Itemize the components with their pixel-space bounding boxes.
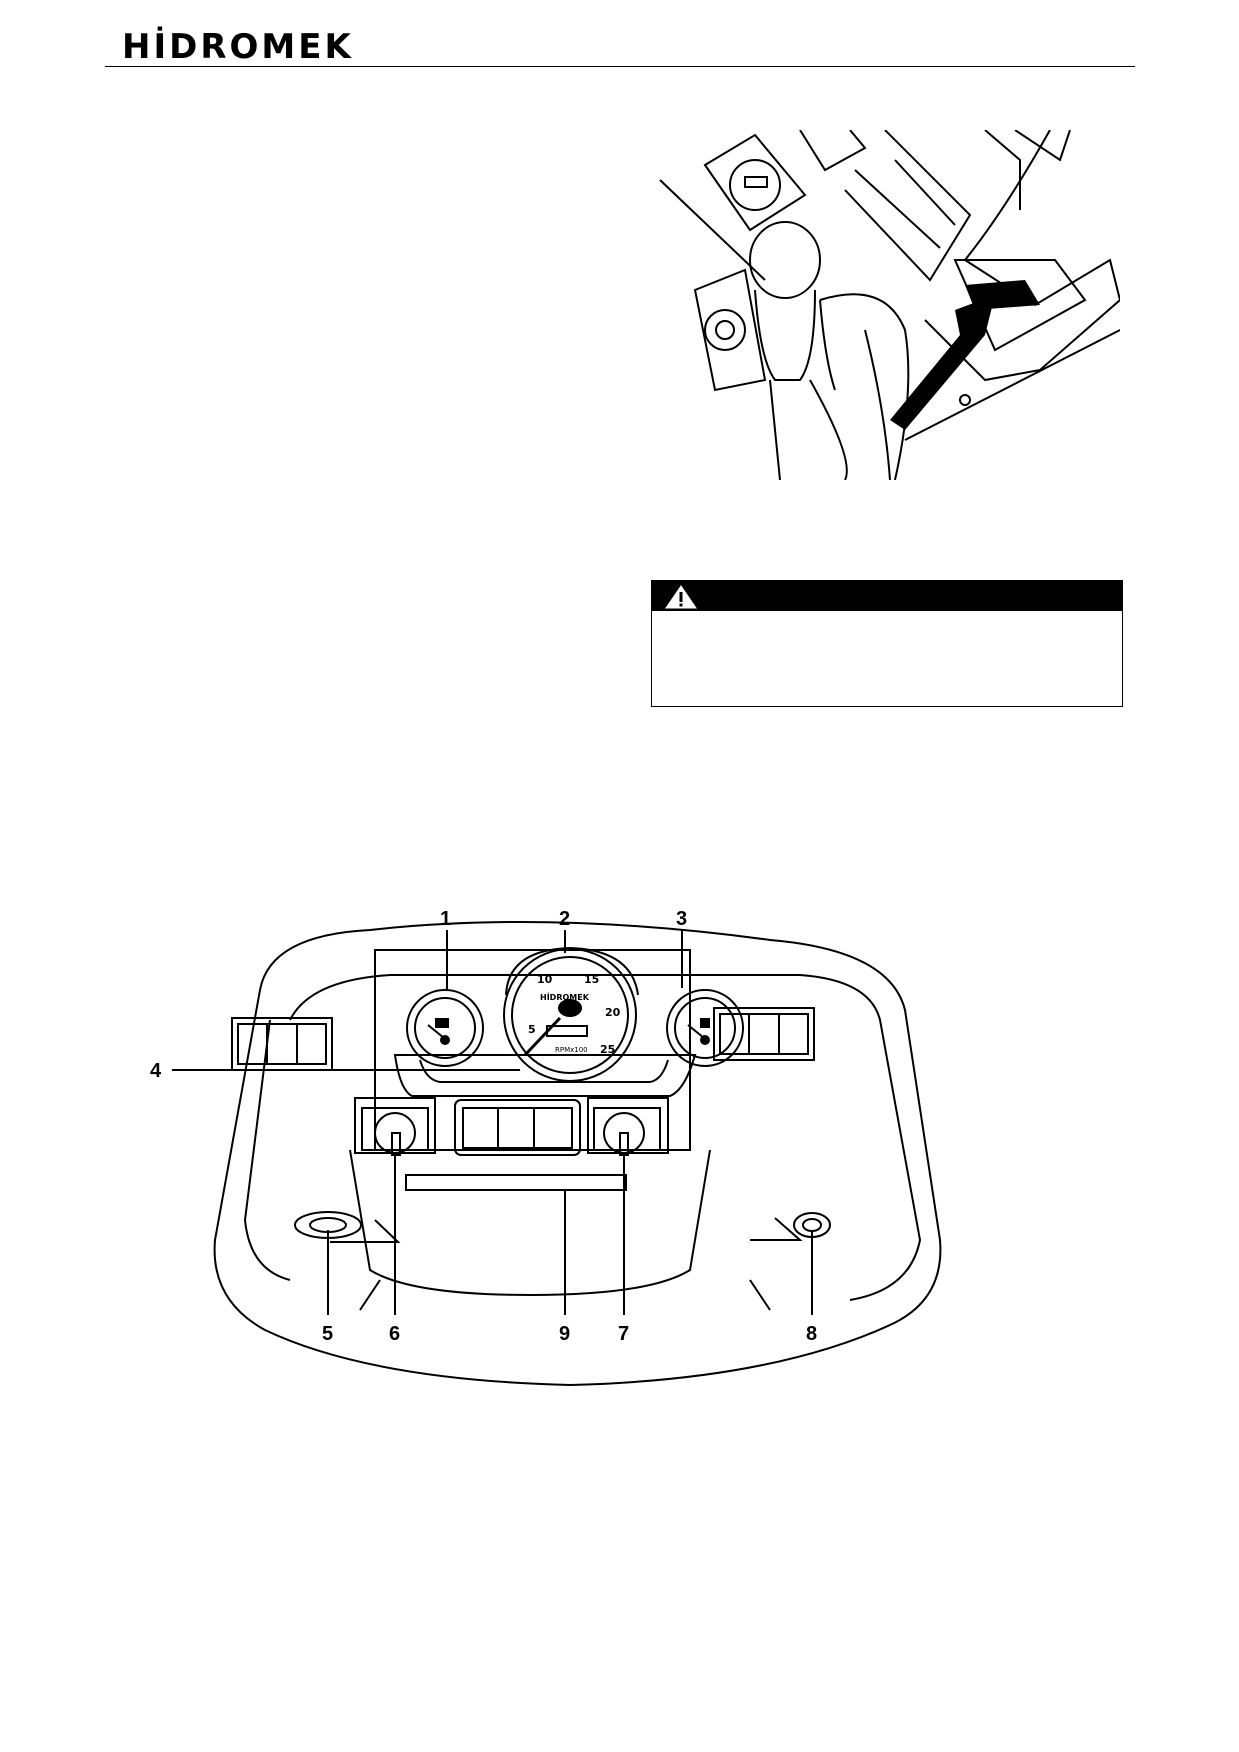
gauge-tick-25: 25 <box>600 1043 615 1056</box>
callout-7: 7 <box>618 1323 629 1345</box>
instrument-panel-diagram: 5 10 15 20 25 HİDROMEK RPMx100 1 2 3 4 5… <box>150 908 942 1387</box>
gauge-tick-15: 15 <box>584 973 599 986</box>
callout-6: 6 <box>389 1323 400 1345</box>
warning-triangle-icon <box>665 585 697 609</box>
gauge-tick-20: 20 <box>605 1006 621 1019</box>
callout-8: 8 <box>806 1323 817 1345</box>
gauge-unit: RPMx100 <box>555 1046 588 1054</box>
callout-4: 4 <box>150 1060 162 1082</box>
callout-5: 5 <box>322 1323 333 1345</box>
gauge-tick-10: 10 <box>537 973 553 986</box>
callout-1: 1 <box>440 908 451 930</box>
gauge-brand: HİDROMEK <box>540 992 590 1002</box>
warning-header-bar <box>652 581 1122 611</box>
header-rule <box>105 66 1135 67</box>
gauge-tick-5: 5 <box>528 1023 536 1036</box>
callout-2: 2 <box>559 908 570 930</box>
warning-box <box>651 580 1123 707</box>
callout-3: 3 <box>676 908 687 930</box>
callout-9: 9 <box>559 1323 570 1345</box>
brand-logo: HİDROMEK <box>122 27 354 67</box>
cab-controls-illustration <box>659 130 1120 480</box>
